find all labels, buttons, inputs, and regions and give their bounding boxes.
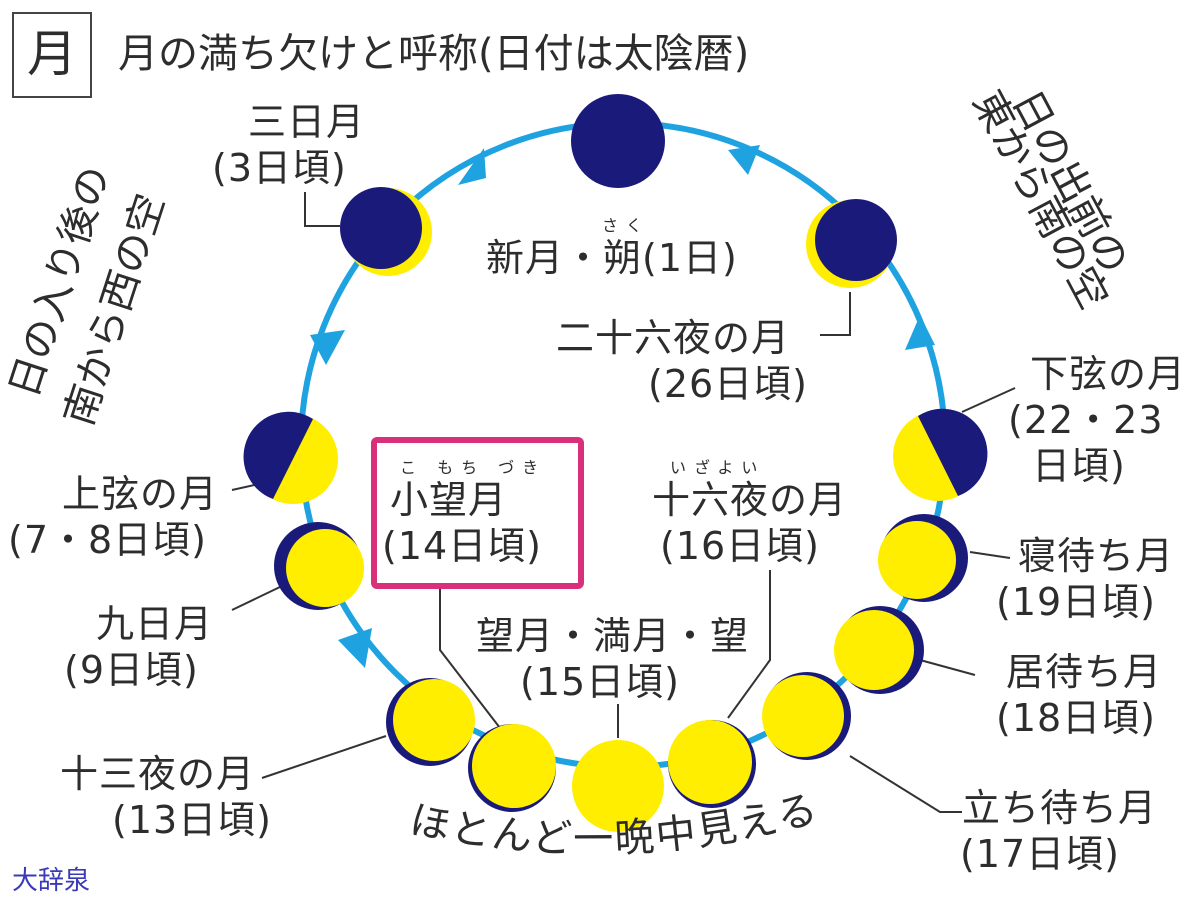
label-day19-sub: (19日頃) <box>996 580 1157 624</box>
label-day14: 小望月 <box>390 478 508 522</box>
leader-line <box>961 387 1016 413</box>
highlight-box <box>371 437 584 589</box>
moon-day9 <box>274 522 364 610</box>
label-day7: 上弦の月 <box>62 472 219 516</box>
source-credit: 大辞泉 <box>12 866 91 896</box>
moon-day14 <box>468 724 556 812</box>
ruby-day16: いざよい <box>670 458 766 477</box>
moon-day22 <box>893 408 988 501</box>
leader-line <box>969 551 1011 559</box>
leader-line <box>304 192 340 227</box>
label-day18-sub: (18日頃) <box>996 696 1157 740</box>
leader-line <box>727 570 771 719</box>
moon-day13 <box>386 678 475 766</box>
label-day18: 居待ち月 <box>1006 650 1163 694</box>
leader-line <box>849 755 962 813</box>
leader-line <box>261 735 387 779</box>
label-day9-sub: (9日頃) <box>64 648 199 692</box>
label-day3: 三日月 <box>248 100 366 144</box>
label-day22-sub2: 日頃) <box>1032 444 1126 488</box>
leader-line <box>820 292 851 336</box>
label-new-moon: 新月・朔(1日) <box>486 236 738 280</box>
moon-day19 <box>878 514 968 602</box>
label-day16-sub: (16日頃) <box>660 524 821 568</box>
label-day9: 九日月 <box>96 602 214 646</box>
direction-arrow <box>338 628 372 668</box>
leader-line <box>919 659 976 676</box>
label-day3-sub: (3日頃) <box>212 146 347 190</box>
label-day26-sub: (26日頃) <box>648 362 809 406</box>
leader-line <box>439 588 501 729</box>
label-day7-sub: (7・8日頃) <box>8 518 208 562</box>
moon-day3 <box>340 187 432 276</box>
moon-day16 <box>668 720 756 808</box>
leader-line <box>231 585 283 611</box>
ruby-new: さく <box>602 216 651 235</box>
label-day16: 十六夜の月 <box>652 478 848 522</box>
direction-arrow <box>310 330 345 365</box>
label-day22-sub1: (22・23 <box>1008 398 1164 442</box>
label-day19: 寝待ち月 <box>1018 534 1175 578</box>
moon-day18 <box>834 606 924 694</box>
ruby-day14: こ もち づき <box>400 458 547 477</box>
direction-arrow <box>458 148 486 185</box>
page-title: 月の満ち欠けと呼称(日付は太陰暦) <box>118 31 750 77</box>
label-full-moon-sub: (15日頃) <box>520 660 681 704</box>
moon-new <box>571 94 665 188</box>
label-day26: 二十六夜の月 <box>556 316 791 360</box>
moon-full <box>572 740 664 832</box>
direction-arrow <box>905 315 935 350</box>
label-full-moon: 望月・満月・望 <box>476 614 750 658</box>
label-day22: 下弦の月 <box>1030 352 1187 396</box>
direction-arrow <box>728 145 760 175</box>
moon-day26 <box>806 199 897 288</box>
moon-day7 <box>243 411 338 504</box>
label-day17-sub: (17日頃) <box>960 832 1121 876</box>
moon-day17 <box>762 672 851 760</box>
label-day14-sub: (14日頃) <box>382 524 543 568</box>
label-day13: 十三夜の月 <box>60 752 256 796</box>
label-day13-sub: (13日頃) <box>112 798 273 842</box>
title-badge: 月 <box>12 12 92 98</box>
label-day17: 立ち待ち月 <box>962 786 1158 830</box>
